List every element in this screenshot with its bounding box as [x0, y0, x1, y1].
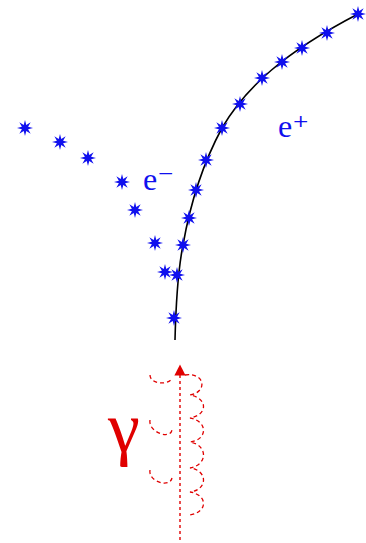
ionisation-dot: [157, 264, 173, 280]
ionisation-dot: [319, 25, 335, 41]
ionisation-dot: [188, 182, 204, 198]
ionisation-dots: [17, 6, 366, 326]
ionisation-dot: [147, 235, 163, 251]
ionisation-dot: [232, 96, 248, 112]
positron-track: [175, 14, 358, 340]
ionisation-dot: [254, 70, 270, 86]
ionisation-dot: [214, 120, 230, 136]
ionisation-dot: [80, 150, 96, 166]
ionisation-dot: [274, 54, 290, 70]
ionisation-dot: [350, 6, 366, 22]
ionisation-dot: [114, 174, 130, 190]
particle-label: e⁻: [143, 163, 174, 195]
photon-wave: [150, 375, 204, 515]
ionisation-dot: [175, 237, 191, 253]
ionisation-dot: [127, 202, 143, 218]
ionisation-dot: [166, 310, 182, 326]
ionisation-dot: [198, 152, 214, 168]
ionisation-dot: [52, 134, 68, 150]
ionisation-dot: [181, 210, 197, 226]
ionisation-dot: [17, 120, 33, 136]
particle-label: γ: [108, 392, 140, 464]
particle-label: e⁺: [278, 110, 309, 142]
ionisation-dot: [169, 267, 185, 283]
ionisation-dot: [294, 40, 310, 56]
photon-line: [179, 370, 180, 540]
